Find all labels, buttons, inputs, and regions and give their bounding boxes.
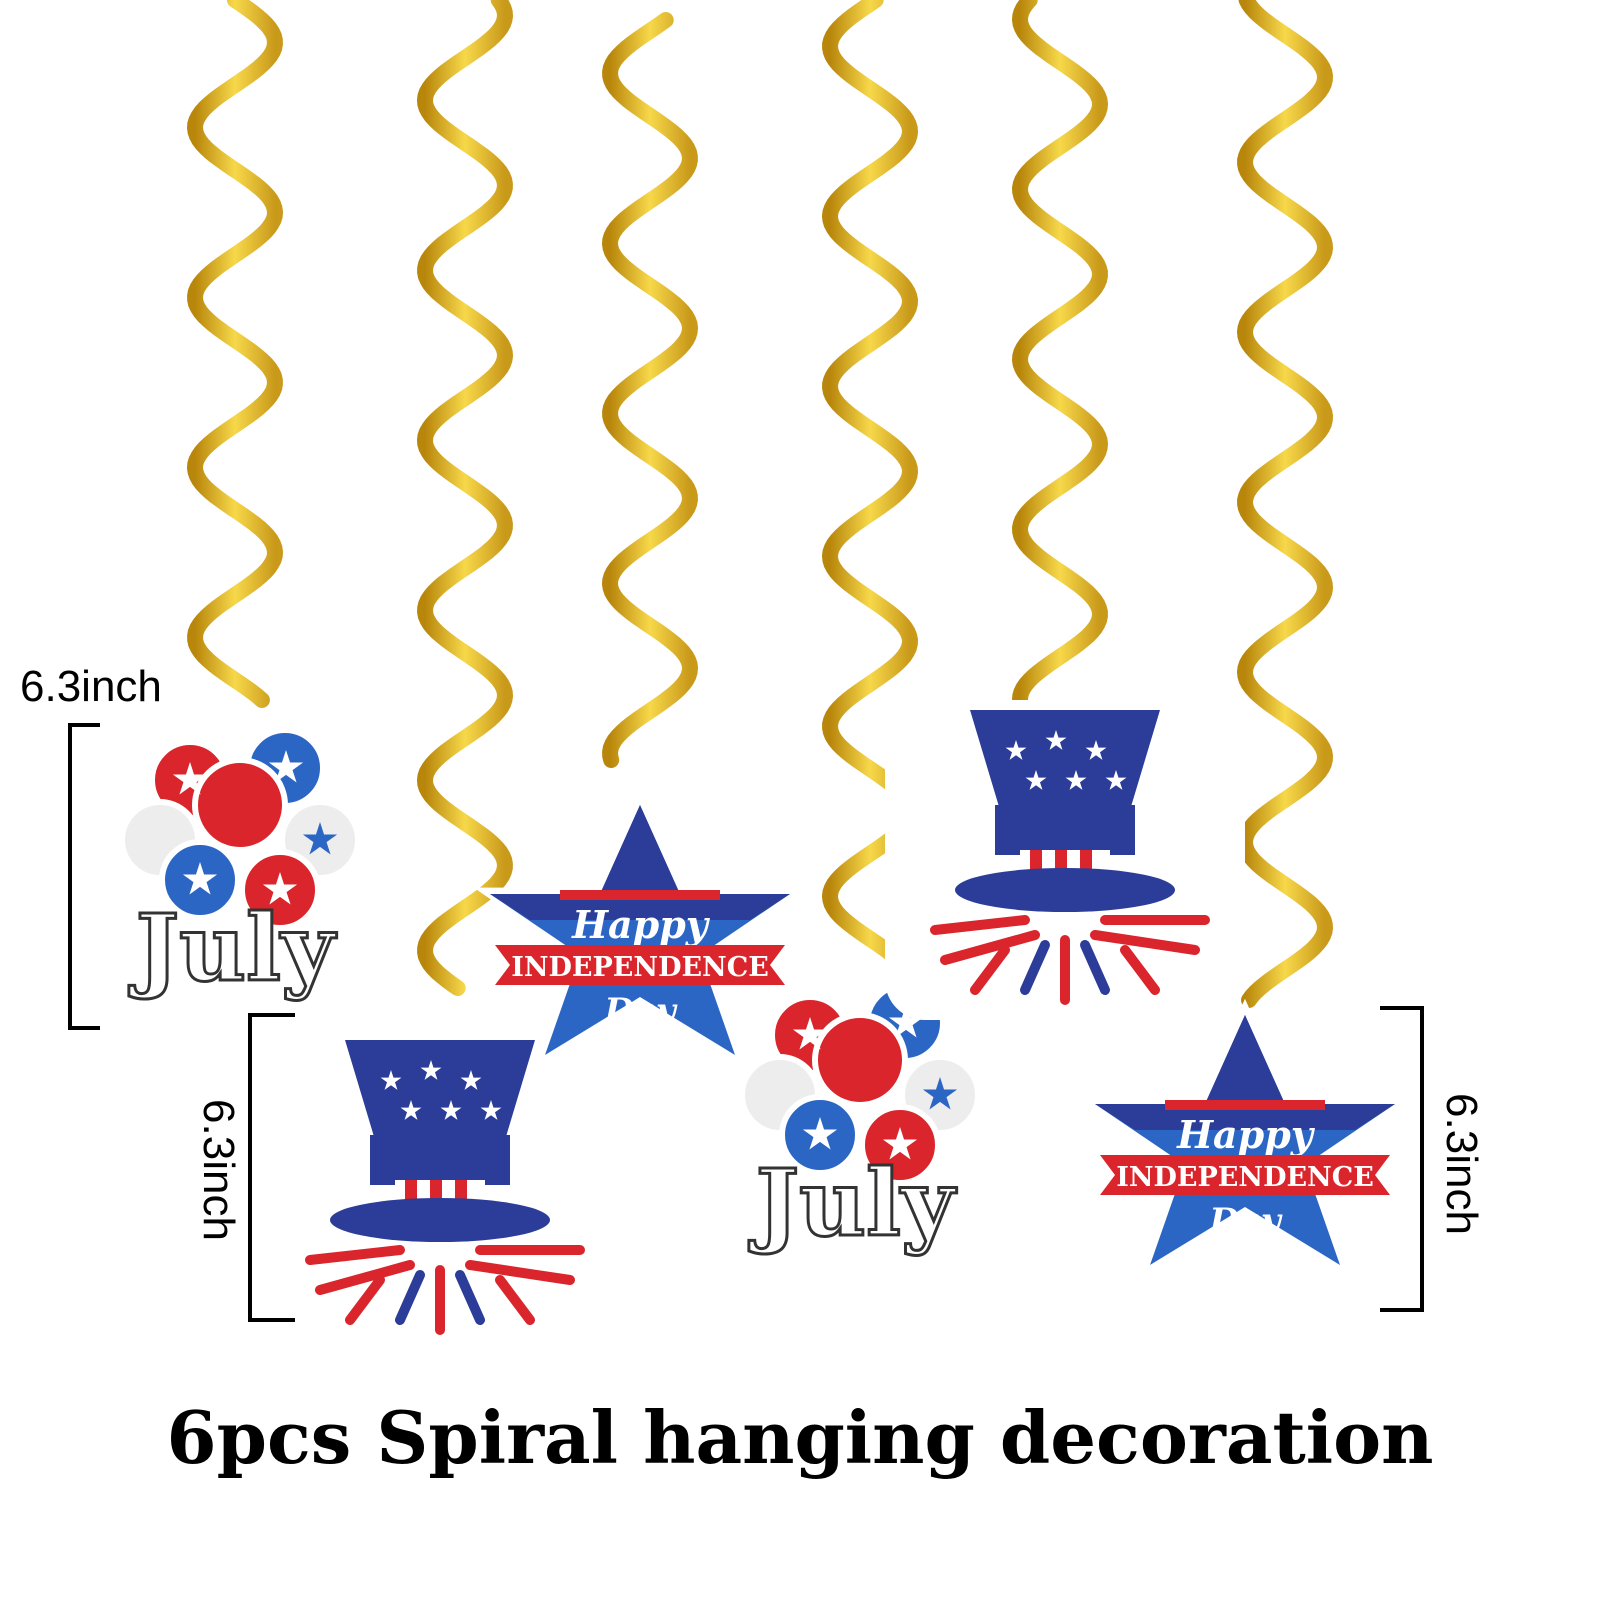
happy-text: Happy <box>1176 1112 1316 1157</box>
ornament-july-balloons-1: July <box>119 727 361 1004</box>
ornament-top-hat-2 <box>885 700 1245 1020</box>
day-text: Day <box>603 991 678 1031</box>
gold-spiral-streamer <box>1236 0 1334 1008</box>
dimension-bracket-right <box>1380 1006 1424 1312</box>
july-text: July <box>749 1149 957 1257</box>
dimension-label-middle: 6.3inch <box>193 1099 243 1241</box>
happy-text: Happy <box>571 902 711 947</box>
gold-spiral-streamer <box>1011 0 1109 708</box>
gold-spiral-streamer <box>186 0 284 708</box>
ornament-july-balloons-2: July <box>739 982 981 1259</box>
ornament-top-hat-1 <box>260 1030 620 1350</box>
dimension-label-left: 6.3inch <box>20 662 162 711</box>
gold-spiral-streamer <box>416 0 514 996</box>
independence-text: INDEPENDENCE <box>1116 1162 1374 1193</box>
independence-text: INDEPENDENCE <box>511 952 769 983</box>
dimension-bracket-middle <box>248 1013 295 1322</box>
dimension-label-right: 6.3inch <box>1436 1093 1486 1235</box>
day-text: Day <box>1208 1201 1283 1241</box>
dimension-bracket-left <box>68 723 100 1030</box>
product-caption: 6pcs Spiral hanging decoration <box>166 1395 1434 1480</box>
ornament-star-2: Happy INDEPENDENCE Day <box>1078 998 1412 1275</box>
july-text: July <box>129 894 337 1002</box>
gold-spiral-streamer <box>601 12 699 768</box>
ornament-star-1: Happy INDEPENDENCE Day <box>473 788 807 1065</box>
